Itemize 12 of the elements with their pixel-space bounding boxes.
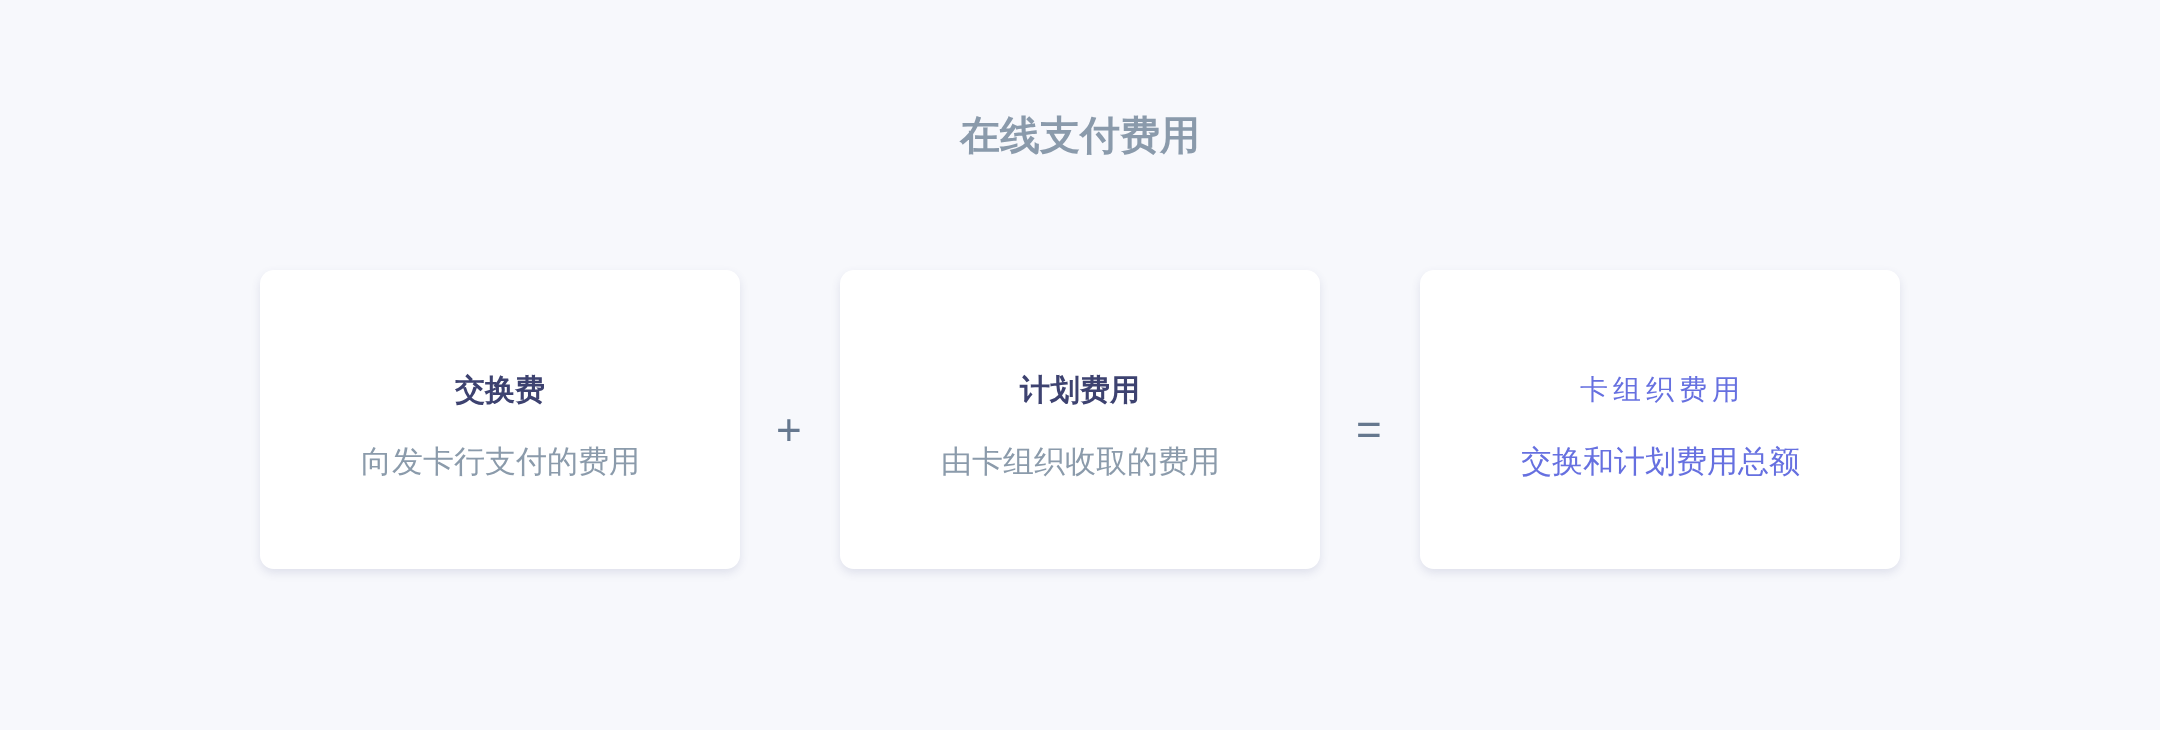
- card-heading: 卡组织费用: [1579, 372, 1745, 407]
- fee-card: [260, 270, 740, 569]
- equals-operator: =: [1356, 405, 1382, 455]
- plus-operator: +: [776, 405, 802, 455]
- diagram-title: 在线支付费用: [960, 112, 1200, 159]
- card-heading: 交换费: [455, 371, 545, 408]
- card-description: 向发卡行支付的费用: [360, 442, 640, 481]
- card-description: 由卡组织收取的费用: [940, 442, 1220, 481]
- fee-card: [840, 270, 1320, 569]
- card-description: 交换和计划费用总额: [1520, 442, 1800, 481]
- fee-card: [1420, 270, 1900, 569]
- card-heading: 计划费用: [1020, 371, 1140, 408]
